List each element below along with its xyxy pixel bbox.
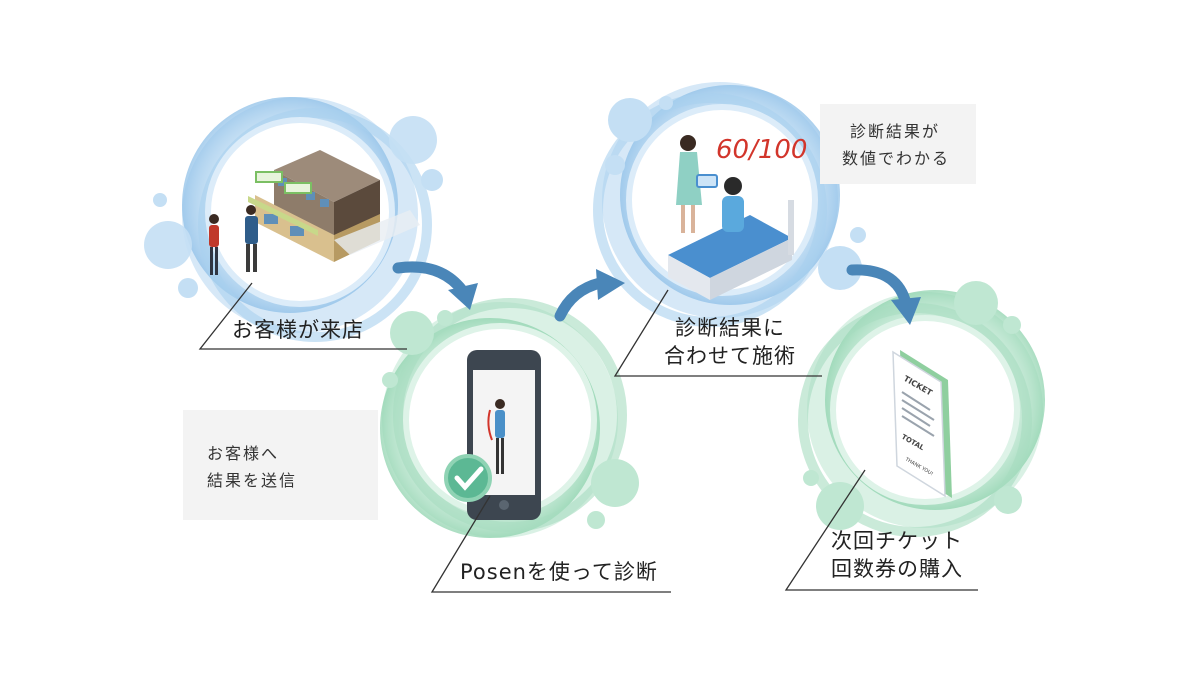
leader-lines xyxy=(198,282,978,593)
arrow-treat-to-purchase-head xyxy=(891,297,921,325)
step-purchase-label-line1: 次回チケット xyxy=(831,529,963,553)
arrow-visit-to-diagnose-head xyxy=(448,283,478,310)
score-text: 60/100 xyxy=(716,135,807,165)
shop-illustration xyxy=(209,150,420,275)
customer-figures xyxy=(209,205,258,275)
step-treat-label-line1: 診断結果に xyxy=(675,316,785,340)
step-purchase-label: 次回チケット 回数券の購入 xyxy=(822,527,972,583)
note-numeric-result: 診断結果が 数値でわかる xyxy=(820,104,976,184)
bubble-purchase xyxy=(798,281,1045,537)
note-send-result: お客様へ 結果を送信 xyxy=(183,410,378,520)
arrow-treat-to-purchase xyxy=(846,264,911,306)
note-numeric-result-line1: 診断結果が xyxy=(850,122,941,141)
step-treat-label-line2: 合わせて施術 xyxy=(664,344,796,368)
note-send-result-line1: お客様へ xyxy=(207,444,280,463)
step-visit-label: お客様が来店 xyxy=(232,318,364,342)
leader-purchase xyxy=(784,469,978,591)
flow-arrows xyxy=(392,261,921,325)
leader-diagnose xyxy=(430,495,671,593)
smartphone-illustration xyxy=(444,350,541,520)
treatment-illustration: 60/100 xyxy=(668,135,807,300)
leader-treat xyxy=(613,289,822,377)
step-treat-label: 診断結果に 合わせて施術 xyxy=(650,314,810,370)
arrow-diagnose-to-treat xyxy=(554,277,606,322)
step-diagnose-label: Posenを使って診断 xyxy=(460,560,658,584)
arrow-visit-to-diagnose xyxy=(392,261,468,296)
note-send-result-line2: 結果を送信 xyxy=(207,471,298,490)
note-numeric-result-line2: 数値でわかる xyxy=(842,149,951,168)
arrow-diagnose-to-treat-head xyxy=(596,269,625,300)
leader-visit xyxy=(198,282,407,350)
step-purchase-label-line2: 回数券の購入 xyxy=(831,557,963,581)
ticket-illustration: TICKET TOTAL THANK YOU! xyxy=(892,350,952,498)
